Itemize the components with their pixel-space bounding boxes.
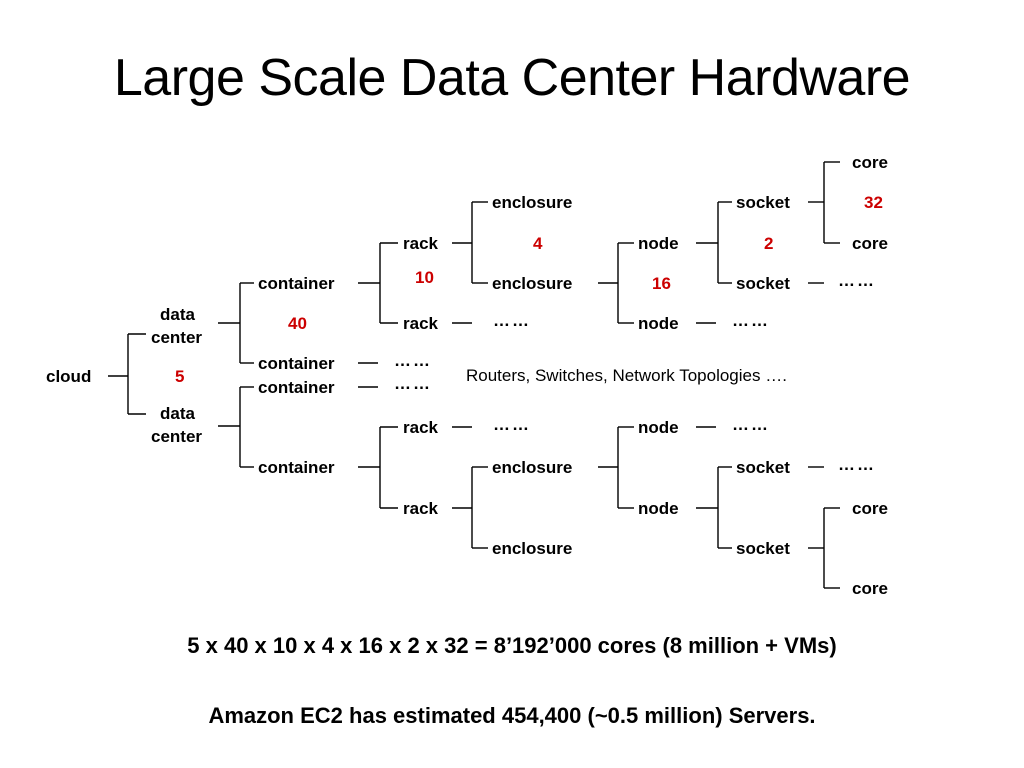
node-node-3: node xyxy=(638,418,679,437)
node-enclosure-4: enclosure xyxy=(492,539,572,558)
node-data-center-1-line2: center xyxy=(151,328,202,347)
ellipsis-container-2: …… xyxy=(394,351,432,370)
count-sockets: 2 xyxy=(764,234,773,253)
core-count-formula: 5 x 40 x 10 x 4 x 16 x 2 x 32 = 8’192’00… xyxy=(187,633,837,658)
node-socket-3: socket xyxy=(736,458,790,477)
count-nodes: 16 xyxy=(652,274,671,293)
hierarchy-diagram: cloud data center data center container … xyxy=(46,153,888,598)
node-socket-1: socket xyxy=(736,193,790,212)
node-node-4: node xyxy=(638,499,679,518)
node-cloud: cloud xyxy=(46,367,91,386)
node-core-1: core xyxy=(852,153,888,172)
node-rack-4: rack xyxy=(403,499,439,518)
connector-lines xyxy=(108,161,840,589)
node-core-4: core xyxy=(852,579,888,598)
node-socket-4: socket xyxy=(736,539,790,558)
node-data-center-2-line2: center xyxy=(151,427,202,446)
slide-title: Large Scale Data Center Hardware xyxy=(113,49,911,107)
ellipsis-container-3: …… xyxy=(394,374,432,393)
count-containers: 40 xyxy=(288,314,307,333)
count-cores: 32 xyxy=(864,193,883,212)
node-enclosure-2: enclosure xyxy=(492,274,572,293)
node-node-2: node xyxy=(638,314,679,333)
node-socket-2: socket xyxy=(736,274,790,293)
node-rack-1: rack xyxy=(403,234,439,253)
ec2-server-note: Amazon EC2 has estimated 454,400 (~0.5 m… xyxy=(208,703,816,728)
node-container-2: container xyxy=(258,354,335,373)
ellipsis-node-bottom: …… xyxy=(732,415,770,434)
node-rack-2: rack xyxy=(403,314,439,333)
count-enclosures: 4 xyxy=(533,234,543,253)
ellipsis-rack-bottom: …… xyxy=(493,415,531,434)
node-rack-3: rack xyxy=(403,418,439,437)
node-core-3: core xyxy=(852,499,888,518)
node-container-3: container xyxy=(258,378,335,397)
node-container-4: container xyxy=(258,458,335,477)
ellipsis-node-top: …… xyxy=(732,311,770,330)
ellipsis-socket-top: …… xyxy=(838,271,876,290)
node-data-center-2-line1: data xyxy=(160,404,196,423)
count-data-centers: 5 xyxy=(175,367,184,386)
node-node-1: node xyxy=(638,234,679,253)
node-core-2: core xyxy=(852,234,888,253)
ellipsis-socket-bottom: …… xyxy=(838,455,876,474)
node-enclosure-1: enclosure xyxy=(492,193,572,212)
node-data-center-1-line1: data xyxy=(160,305,196,324)
network-note: Routers, Switches, Network Topologies …. xyxy=(466,366,787,385)
node-enclosure-3: enclosure xyxy=(492,458,572,477)
ellipsis-rack-top: …… xyxy=(493,311,531,330)
node-container-1: container xyxy=(258,274,335,293)
count-racks: 10 xyxy=(415,268,434,287)
